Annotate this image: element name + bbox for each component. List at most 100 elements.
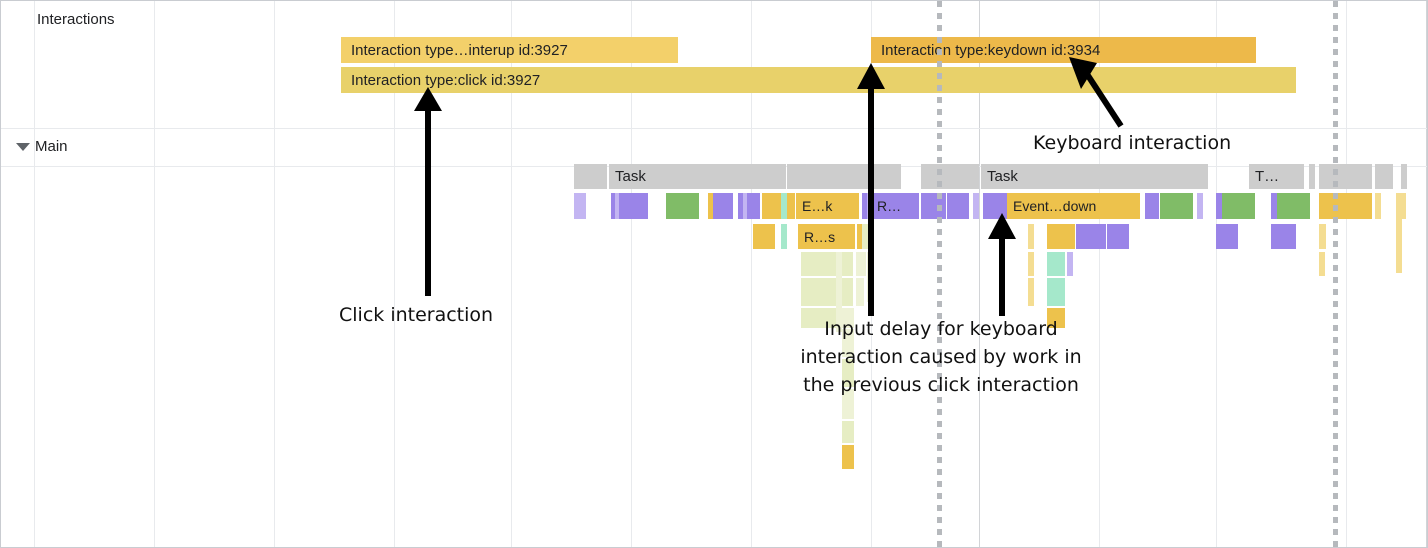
grid-line-strong	[1426, 1, 1427, 547]
task-block[interactable]	[1375, 164, 1381, 189]
flame-block[interactable]	[1076, 224, 1106, 249]
flame-block[interactable]	[1047, 278, 1065, 306]
grid-line	[34, 1, 35, 547]
timing-marker-line	[937, 1, 942, 547]
task-block[interactable]: Task	[609, 164, 786, 189]
grid-line	[1099, 1, 1100, 547]
flame-block[interactable]	[747, 193, 760, 219]
deep-flame-block[interactable]	[842, 329, 854, 357]
event-keydown-label: Event…down	[1013, 198, 1097, 214]
interaction-keyup-label: Interaction type…interup id:3927	[351, 41, 568, 59]
task-block-label: Task	[615, 168, 646, 185]
grid-line	[631, 1, 632, 547]
flame-block[interactable]	[611, 193, 617, 219]
task-block[interactable]	[787, 164, 901, 189]
event-keydown-block[interactable]: Event…down	[1007, 193, 1140, 219]
flame-block[interactable]	[1197, 193, 1203, 219]
task-block[interactable]	[1319, 164, 1372, 189]
flame-block[interactable]	[574, 193, 580, 219]
task-block[interactable]	[1309, 164, 1315, 189]
task-block[interactable]	[1401, 164, 1407, 189]
task-block[interactable]	[921, 164, 979, 189]
flame-block[interactable]	[983, 193, 1007, 219]
flame-block[interactable]	[1319, 193, 1372, 219]
flame-block[interactable]	[1067, 252, 1073, 276]
flame-block[interactable]	[738, 193, 744, 219]
flame-block[interactable]	[1375, 193, 1381, 219]
triangle-down-icon[interactable]	[16, 143, 30, 151]
task-block-label: Task	[987, 168, 1018, 185]
interaction-keyup-bar[interactable]: Interaction type…interup id:3927	[341, 37, 678, 63]
flame-block[interactable]	[1028, 278, 1034, 306]
task-block[interactable]	[1387, 164, 1393, 189]
flame-block[interactable]	[1222, 193, 1255, 219]
flame-block[interactable]	[1216, 224, 1238, 249]
grid-line	[274, 1, 275, 547]
interaction-keydown-bar[interactable]: Interaction type:keydown id:3934	[871, 37, 1256, 63]
flame-block[interactable]	[1028, 224, 1034, 249]
flame-block[interactable]	[619, 193, 625, 219]
flame-block[interactable]	[753, 224, 775, 249]
track-label-interactions: Interactions	[37, 11, 115, 28]
flame-block[interactable]	[623, 193, 648, 219]
flame-block[interactable]	[1047, 224, 1075, 249]
flame-block[interactable]	[801, 278, 853, 306]
r-label: R…	[877, 198, 902, 214]
interaction-click-label: Interaction type:click id:3927	[351, 71, 541, 89]
flame-block[interactable]	[708, 193, 714, 219]
grid-line	[1346, 1, 1347, 547]
event-k-block[interactable]: E…k	[796, 193, 859, 219]
click-arrow	[414, 87, 442, 296]
task-block[interactable]: T…	[1249, 164, 1304, 189]
run-s-block[interactable]: R…s	[798, 224, 855, 249]
flame-block[interactable]	[1047, 308, 1065, 328]
flame-block[interactable]	[1216, 193, 1222, 219]
flame-block[interactable]	[666, 193, 699, 219]
event-k-label: E…k	[802, 198, 833, 214]
task-block[interactable]: Task	[981, 164, 1208, 189]
deep-flame-block[interactable]	[842, 389, 854, 419]
flame-block[interactable]	[743, 193, 749, 219]
flame-block[interactable]	[781, 193, 787, 219]
grid-line	[394, 1, 395, 547]
timing-marker-line	[1333, 1, 1338, 547]
flame-block[interactable]	[856, 252, 866, 276]
flame-block[interactable]	[781, 224, 787, 249]
flame-block[interactable]	[842, 308, 854, 328]
flame-block[interactable]	[713, 193, 733, 219]
task-block[interactable]	[574, 164, 607, 189]
r-block[interactable]: R…	[871, 193, 919, 219]
flame-block[interactable]	[1277, 193, 1310, 219]
task-block[interactable]	[1381, 164, 1387, 189]
flame-block[interactable]	[1271, 224, 1296, 249]
flame-block[interactable]	[862, 193, 868, 219]
input-delay-annotation: Input delay for keyboard interaction cau…	[800, 318, 1082, 396]
flame-block[interactable]	[801, 252, 853, 276]
flame-block[interactable]	[862, 224, 869, 249]
flame-block[interactable]	[1047, 252, 1065, 276]
flame-block[interactable]	[836, 252, 842, 332]
flame-block[interactable]	[580, 193, 586, 219]
flame-block[interactable]	[1028, 252, 1034, 276]
deep-flame-block[interactable]	[842, 445, 854, 469]
flame-block[interactable]	[1396, 193, 1402, 273]
deep-flame-block[interactable]	[842, 359, 854, 387]
flame-block[interactable]	[856, 278, 864, 306]
flame-block[interactable]	[857, 224, 863, 249]
deep-flame-block[interactable]	[842, 421, 854, 443]
flame-block[interactable]	[762, 193, 795, 219]
flame-block[interactable]	[973, 193, 979, 219]
click-interaction-annotation: Click interaction	[339, 304, 494, 326]
flame-block[interactable]	[947, 193, 969, 219]
flame-block[interactable]	[1145, 193, 1159, 219]
flame-block[interactable]	[1160, 193, 1193, 219]
flame-block[interactable]	[1400, 193, 1406, 219]
flame-block[interactable]	[1319, 252, 1325, 276]
flame-block[interactable]	[1271, 193, 1277, 219]
flame-block[interactable]	[1107, 224, 1129, 249]
flame-block[interactable]	[615, 193, 621, 219]
interaction-click-bar[interactable]: Interaction type:click id:3927	[341, 67, 1296, 93]
flame-block[interactable]	[1319, 224, 1326, 249]
